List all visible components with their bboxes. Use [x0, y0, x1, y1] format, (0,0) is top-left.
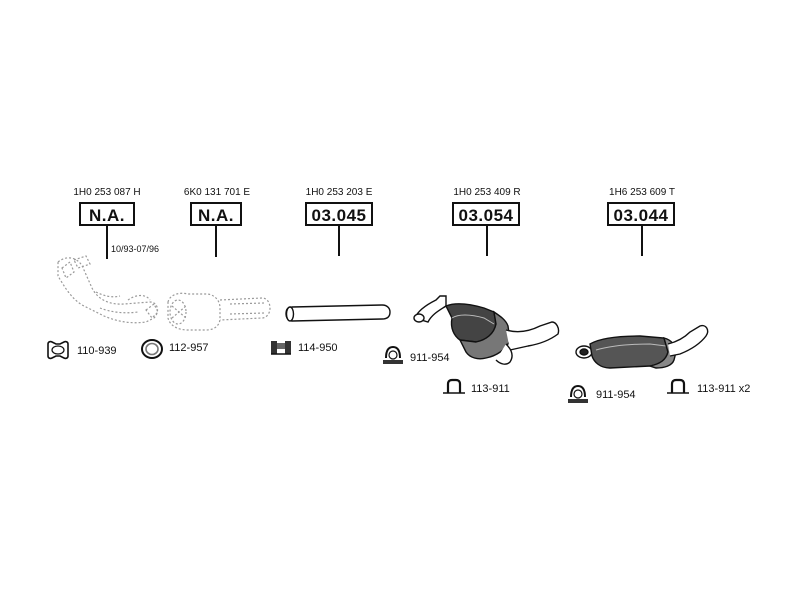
u-clamp-icon [383, 345, 403, 364]
part-code-box[interactable]: N.A. [190, 202, 242, 226]
oem-number: 1H0 253 203 E [305, 187, 373, 198]
part-code-box[interactable]: 03.054 [452, 202, 520, 226]
part-code-box[interactable]: 03.044 [607, 202, 675, 226]
leader-line [486, 226, 488, 256]
date-range-note: 10/93-07/96 [111, 244, 160, 254]
middle-pipe-drawing[interactable] [285, 304, 391, 322]
leader-line [641, 226, 643, 256]
catalytic-converter-drawing[interactable] [167, 292, 271, 331]
u-clamp-icon [568, 384, 588, 403]
front-pipe-drawing[interactable] [57, 255, 159, 324]
accessory-label: 110-939 [77, 345, 117, 357]
rear-silencer-drawing[interactable] [575, 324, 709, 369]
accessory-label: 911-954 [596, 389, 636, 401]
oem-number: 6K0 131 701 E [183, 187, 251, 198]
accessory-label: 113-911 [471, 383, 510, 395]
rubber-mount-icon [271, 341, 291, 355]
oem-number: 1H0 253 409 R [453, 187, 521, 198]
part-code-box[interactable]: N.A. [79, 202, 135, 226]
leader-line [215, 226, 217, 257]
accessory-label: 114-950 [298, 342, 338, 354]
oem-number: 1H6 253 609 T [609, 187, 675, 198]
center-silencer-drawing[interactable] [413, 295, 560, 365]
part-code-box[interactable]: 03.045 [305, 202, 373, 226]
gasket-ring-icon [47, 340, 69, 360]
accessory-label: 112-957 [169, 342, 209, 354]
accessory-label: 113-911 x2 [697, 383, 751, 395]
leader-line [338, 226, 340, 256]
o-ring-icon [141, 339, 163, 359]
accessory-label: 911-954 [410, 352, 450, 364]
hanger-bracket-icon [443, 378, 465, 394]
oem-number: 1H0 253 087 H [73, 187, 141, 198]
leader-line [106, 226, 108, 259]
hanger-bracket-icon [667, 378, 689, 394]
